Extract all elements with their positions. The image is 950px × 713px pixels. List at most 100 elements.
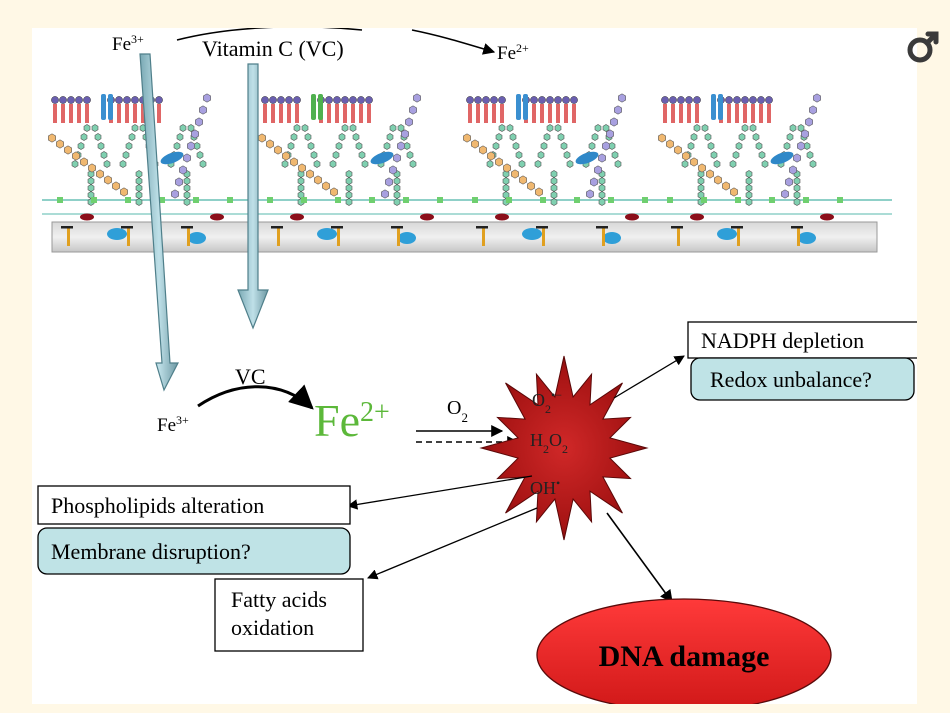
glycan-sugar	[707, 142, 715, 150]
purple-sugar	[793, 153, 801, 163]
purple-sugar	[175, 177, 183, 187]
orange-sugar	[487, 151, 495, 161]
lipid-head	[546, 96, 554, 104]
orange-sugar	[80, 157, 88, 167]
glycan-sugar	[602, 124, 610, 132]
orange-sugar	[658, 133, 666, 143]
orange-sugar	[471, 139, 479, 149]
orange-sugar	[282, 151, 290, 161]
male-symbol-icon	[907, 31, 939, 63]
glycan-sugar	[543, 133, 551, 141]
cytoskeleton-node	[735, 197, 741, 203]
glycan-sugar	[761, 160, 769, 168]
cytoskeleton-marker	[690, 213, 704, 221]
cytoskeleton-marker	[210, 213, 224, 221]
glycan-sugar	[345, 170, 353, 178]
cytoskeleton-node	[437, 197, 443, 203]
glycan-sugar	[332, 151, 340, 159]
fatty-acids-box	[214, 578, 364, 652]
glycan-sugar	[786, 133, 794, 141]
orange-sugar	[706, 169, 714, 179]
glycan-sugar	[809, 160, 817, 168]
glycan-sugar	[183, 177, 191, 185]
glycan-sugar	[537, 151, 545, 159]
glycan-sugar	[199, 160, 207, 168]
glycan-sugar	[534, 160, 542, 168]
lipid-head	[741, 96, 749, 104]
glycan-sugar	[550, 198, 558, 206]
glycan-sugar	[502, 184, 510, 192]
lipid-head	[530, 96, 538, 104]
lipid-head	[562, 96, 570, 104]
glycan-sugar	[745, 177, 753, 185]
glycan-sugar	[135, 184, 143, 192]
purple-sugar	[805, 117, 813, 127]
anchor-pin-cap	[391, 226, 403, 229]
lipid-head	[490, 96, 498, 104]
lipid-head	[131, 96, 139, 104]
glycan-sugar	[173, 142, 181, 150]
lipid-head	[365, 96, 373, 104]
purple-sugar	[586, 189, 594, 199]
glycan-sugar	[729, 160, 737, 168]
protein-blob	[717, 228, 737, 240]
glycan-sugar	[486, 160, 494, 168]
glycan-sugar	[611, 151, 619, 159]
glycan-sugar	[338, 133, 346, 141]
glycan-sugar	[591, 133, 599, 141]
anchor-pin-cap	[121, 226, 133, 229]
cytoskeleton-node	[301, 197, 307, 203]
orange-sugar	[112, 181, 120, 191]
reaction-fe2-label: Fe2+	[314, 395, 390, 446]
glycan-sugar	[358, 151, 366, 159]
cytoskeleton-node	[608, 197, 614, 203]
orange-sugar	[527, 181, 535, 191]
lipid-head	[261, 96, 269, 104]
channel-protein	[516, 94, 521, 120]
glycan-sugar	[183, 198, 191, 206]
channel-protein	[523, 94, 528, 120]
vc-reduction-arrow	[197, 384, 314, 410]
anchor-pin	[797, 226, 800, 246]
glycan-sugar	[187, 124, 195, 132]
cytoskeleton-node	[227, 197, 233, 203]
lipid-head	[498, 96, 506, 104]
glycan-sugar	[783, 142, 791, 150]
glycan-sugar	[128, 133, 136, 141]
orange-sugar	[666, 139, 674, 149]
glycan-sugar	[563, 151, 571, 159]
protein-blob	[160, 151, 184, 165]
cytoskeleton-marker	[820, 213, 834, 221]
purple-sugar	[789, 165, 797, 175]
glycan-sugar	[550, 184, 558, 192]
glycan-sugar	[361, 160, 369, 168]
cytoskeleton-node	[267, 197, 273, 203]
anchor-pin-cap	[671, 226, 683, 229]
cytoskeleton-node	[125, 197, 131, 203]
top-curve-arrow-left	[176, 26, 363, 41]
glycan-sugar	[304, 133, 312, 141]
glycan-sugar	[598, 184, 606, 192]
ros-hydroxyl: OH•	[530, 476, 560, 498]
lipid-head	[538, 96, 546, 104]
top-vitamin-c-label: Vitamin C (VC)	[202, 36, 344, 61]
glycan-sugar	[735, 142, 743, 150]
lipid-head	[67, 96, 75, 104]
glycan-sugar	[793, 184, 801, 192]
lipid-head	[677, 96, 685, 104]
orange-sugar	[120, 187, 128, 197]
glycan-sugar	[310, 151, 318, 159]
lipid-head	[482, 96, 490, 104]
glycan-sugar	[704, 133, 712, 141]
glycan-sugar	[87, 184, 95, 192]
lipid-head	[155, 96, 163, 104]
anchor-pin-cap	[731, 226, 743, 229]
glycan-sugar	[131, 124, 139, 132]
glycan-sugar	[745, 198, 753, 206]
glycan-sugar	[183, 191, 191, 199]
lipid-head	[341, 96, 349, 104]
glycan-sugar	[681, 160, 689, 168]
glycan-sugar	[701, 124, 709, 132]
glycan-sugar	[806, 151, 814, 159]
purple-sugar	[171, 189, 179, 199]
